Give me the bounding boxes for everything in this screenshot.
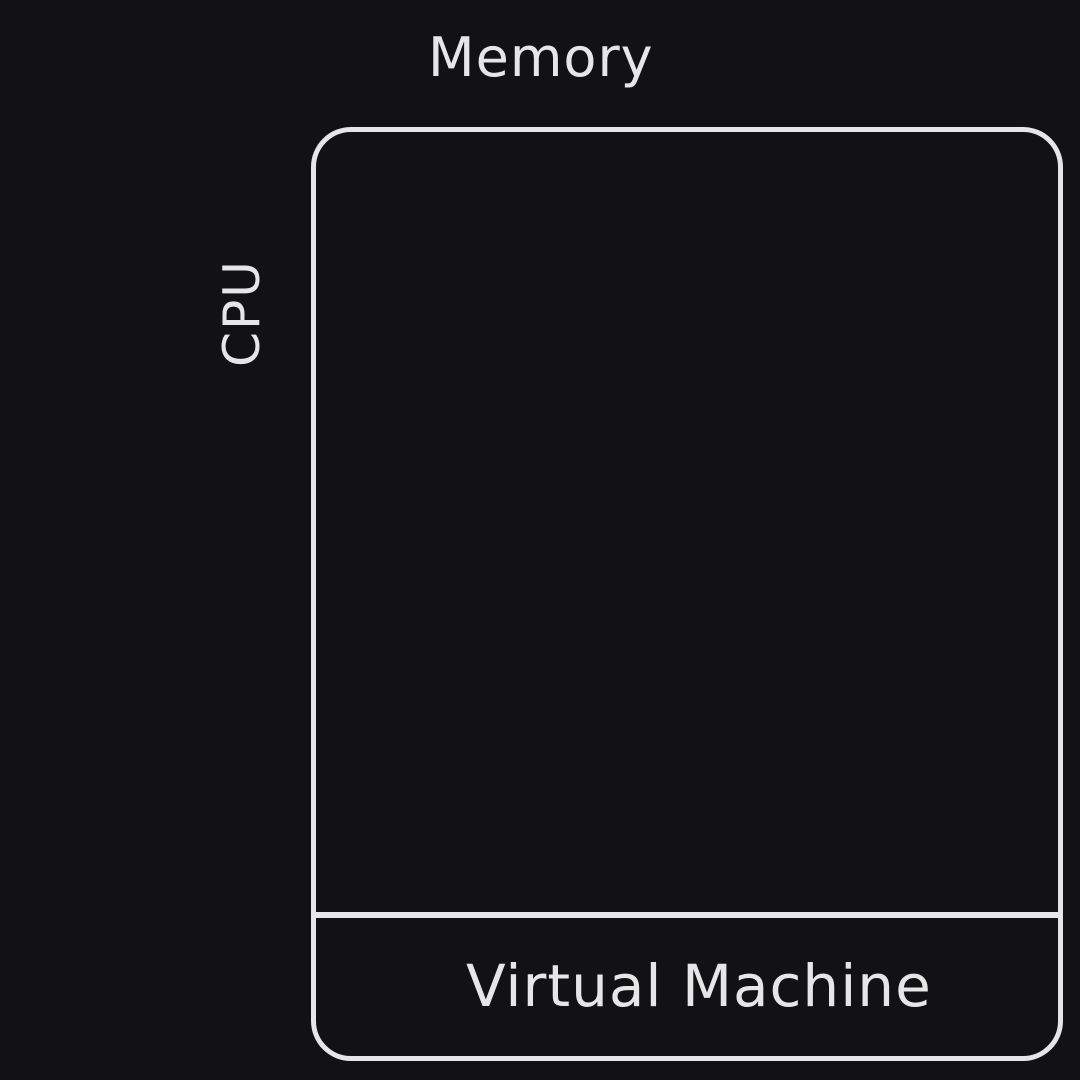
vm-divider-line	[316, 912, 1058, 918]
virtual-machine-box: Virtual Machine	[311, 127, 1063, 1061]
cpu-label: CPU	[213, 259, 271, 367]
virtual-machine-label: Virtual Machine	[466, 952, 932, 1020]
memory-label: Memory	[428, 26, 654, 89]
